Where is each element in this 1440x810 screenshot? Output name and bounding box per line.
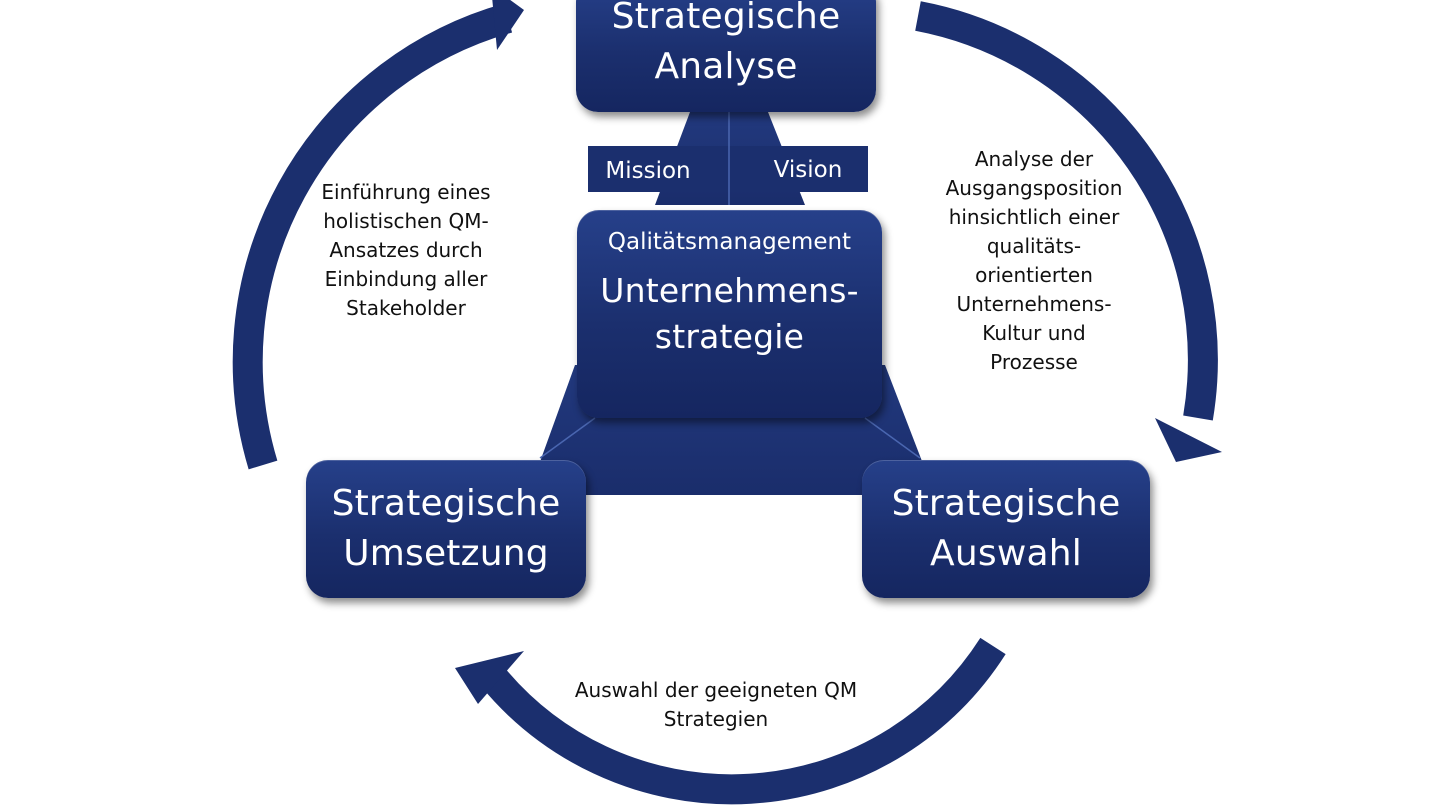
tag-vision: Vision [773,157,843,183]
box-analyse-line-2: Analyse [654,46,798,87]
desc-right-line-5: orientierten [975,263,1093,287]
cycle-arrow-right-head [1155,418,1222,462]
mission-vision-bar [588,146,868,192]
cycle-arrow-top-left-head [492,0,524,50]
cycle-arrow-right [915,1,1218,421]
box-analyse-line-1: Strategische [611,0,841,37]
box-auswahl-line-1: Strategische [891,483,1121,524]
cycle-arrow-bottom [480,637,1006,805]
desc-left-line-5: Stakeholder [346,296,466,320]
desc-right-line-1: Analyse der [974,147,1094,171]
description-analyse-to-auswahl: Analyse der Ausgangsposition hinsichtlic… [920,145,1148,377]
box-center-line-1: Unternehmens- [600,271,859,310]
box-auswahl-line-2: Auswahl [930,533,1082,574]
desc-right-line-7: Kultur und [982,321,1086,345]
box-center-line-2: strategie [654,317,805,356]
desc-right-line-4: qualitäts- [986,234,1082,258]
desc-left-line-3: Ansatzes durch [329,238,483,262]
box-unternehmensstrategie: Qalitätsmanagement Unternehmens- strateg… [577,210,882,418]
desc-right-line-3: hinsichtlich einer [948,205,1120,229]
box-strategische-umsetzung: Strategische Umsetzung [306,460,586,598]
box-strategische-auswahl: Strategische Auswahl [862,460,1150,598]
tag-mission: Mission [605,158,691,184]
cycle-arrow-bottom-head [455,651,524,704]
desc-left-line-4: Einbindung aller [324,267,488,291]
pyramid-divider-right [864,417,921,459]
desc-bottom-line-1: Auswahl der geeigneten QM [574,678,858,702]
description-auswahl-to-umsetzung: Auswahl der geeigneten QM Strategien [540,676,892,734]
box-umsetzung-line-2: Umsetzung [343,533,549,574]
desc-bottom-line-2: Strategien [663,707,769,731]
description-umsetzung-to-analyse: Einführung eines holistischen QM- Ansatz… [286,178,526,323]
desc-left-line-2: holistischen QM- [323,209,489,233]
desc-right-line-6: Unternehmens- [956,292,1112,316]
pyramid-divider-left [539,417,596,459]
cycle-arrow-top-left [232,3,513,470]
desc-right-line-8: Prozesse [990,350,1078,374]
box-umsetzung-line-1: Strategische [331,483,561,524]
desc-left-line-1: Einführung eines [321,180,491,204]
box-strategische-analyse: Strategische Analyse [576,0,876,112]
desc-right-line-2: Ausgangsposition [945,176,1123,200]
box-center-subtitle: Qalitätsmanagement [607,229,852,255]
